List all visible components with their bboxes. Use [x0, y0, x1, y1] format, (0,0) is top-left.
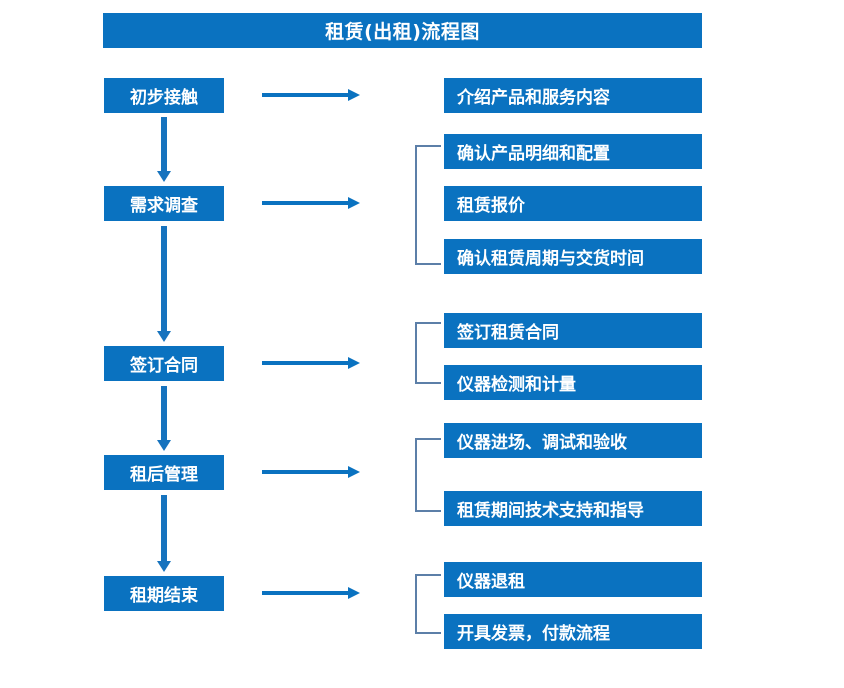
arrow-head [348, 197, 360, 209]
arrow-shaft [262, 201, 350, 205]
stage-box-xu-qiu-diao-cha[interactable]: 需求调查 [104, 186, 224, 221]
detail-box-confirm-spec[interactable]: 确认产品明细和配置 [444, 134, 702, 169]
vertical-arrow-stage2-to-stage3 [157, 226, 171, 342]
detail-box-instrument-delivery[interactable]: 仪器进场、调试和验收 [444, 423, 702, 458]
chart-title: 租赁(出租)流程图 [103, 13, 702, 48]
detail-box-instrument-return[interactable]: 仪器退租 [444, 562, 702, 597]
arrow-shaft [161, 117, 167, 171]
arrow-shaft [262, 361, 350, 365]
arrow-shaft [161, 386, 167, 440]
arrow-head [157, 561, 171, 572]
arrow-head [348, 587, 360, 599]
horizontal-arrow-stage1 [262, 89, 362, 101]
bracket-group-sign-contract [415, 322, 441, 384]
bracket-group-needs-survey [415, 145, 441, 265]
arrow-head [348, 89, 360, 101]
bracket-group-after-rent [415, 438, 441, 512]
arrow-head [348, 357, 360, 369]
detail-box-instrument-testing[interactable]: 仪器检测和计量 [444, 365, 702, 400]
horizontal-arrow-stage5 [262, 587, 362, 599]
arrow-shaft [262, 591, 350, 595]
horizontal-arrow-stage4 [262, 466, 362, 478]
detail-box-intro-products[interactable]: 介绍产品和服务内容 [444, 78, 702, 113]
bracket-group-end-of-lease [415, 574, 441, 634]
arrow-head [157, 171, 171, 182]
detail-box-confirm-period[interactable]: 确认租赁周期与交货时间 [444, 239, 702, 274]
horizontal-arrow-stage2 [262, 197, 362, 209]
arrow-shaft [161, 226, 167, 331]
detail-box-invoice-payment[interactable]: 开具发票，付款流程 [444, 614, 702, 649]
arrow-head [348, 466, 360, 478]
arrow-shaft [262, 93, 350, 97]
arrow-shaft [161, 495, 167, 561]
vertical-arrow-stage3-to-stage4 [157, 386, 171, 451]
vertical-arrow-stage4-to-stage5 [157, 495, 171, 572]
arrow-head [157, 440, 171, 451]
stage-box-qian-ding-he-tong[interactable]: 签订合同 [104, 346, 224, 381]
horizontal-arrow-stage3 [262, 357, 362, 369]
arrow-head [157, 331, 171, 342]
stage-box-chu-bu-jie-chu[interactable]: 初步接触 [104, 78, 224, 113]
detail-box-sign-lease[interactable]: 签订租赁合同 [444, 313, 702, 348]
arrow-shaft [262, 470, 350, 474]
vertical-arrow-stage1-to-stage2 [157, 117, 171, 182]
stage-box-zu-hou-guan-li[interactable]: 租后管理 [104, 455, 224, 490]
stage-box-zu-qi-jie-shu[interactable]: 租期结束 [104, 576, 224, 611]
detail-box-technical-support[interactable]: 租赁期间技术支持和指导 [444, 491, 702, 526]
detail-box-rental-quote[interactable]: 租赁报价 [444, 186, 702, 221]
